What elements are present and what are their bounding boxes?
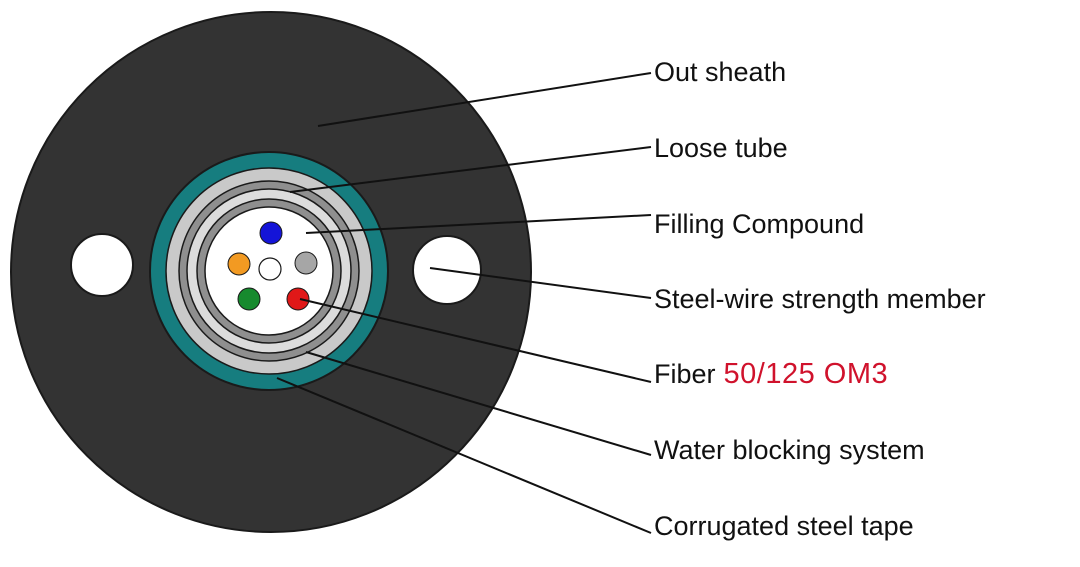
leader-fiber [299,298,652,383]
leader-steel-wire [429,267,652,299]
leader-out-sheath [317,72,652,127]
label-water-blocking: Water blocking system [654,435,925,465]
fiber-blue [259,221,283,245]
leader-water-blocking [305,351,652,456]
leader-corrugated-tape [276,377,652,534]
fiber-orange [227,252,251,276]
fiber-white [258,257,282,281]
steel-wire-left [70,233,134,297]
fiber-green [237,287,261,311]
fiber-red [286,287,310,311]
label-filling-compound: Filling Compound [654,209,865,239]
label-steel-wire: Steel-wire strength member [654,284,986,314]
label-out-sheath: Out sheath [654,57,787,87]
fiber-gray [294,251,318,275]
leader-loose-tube [289,146,652,193]
label-fiber: Fiber [654,359,716,389]
leader-filling-compound [305,214,652,234]
label-loose-tube: Loose tube [654,133,788,163]
label-corrugated-tape: Corrugated steel tape [654,511,914,541]
fiber-spec-text: 50/125 OM3 [723,358,889,390]
